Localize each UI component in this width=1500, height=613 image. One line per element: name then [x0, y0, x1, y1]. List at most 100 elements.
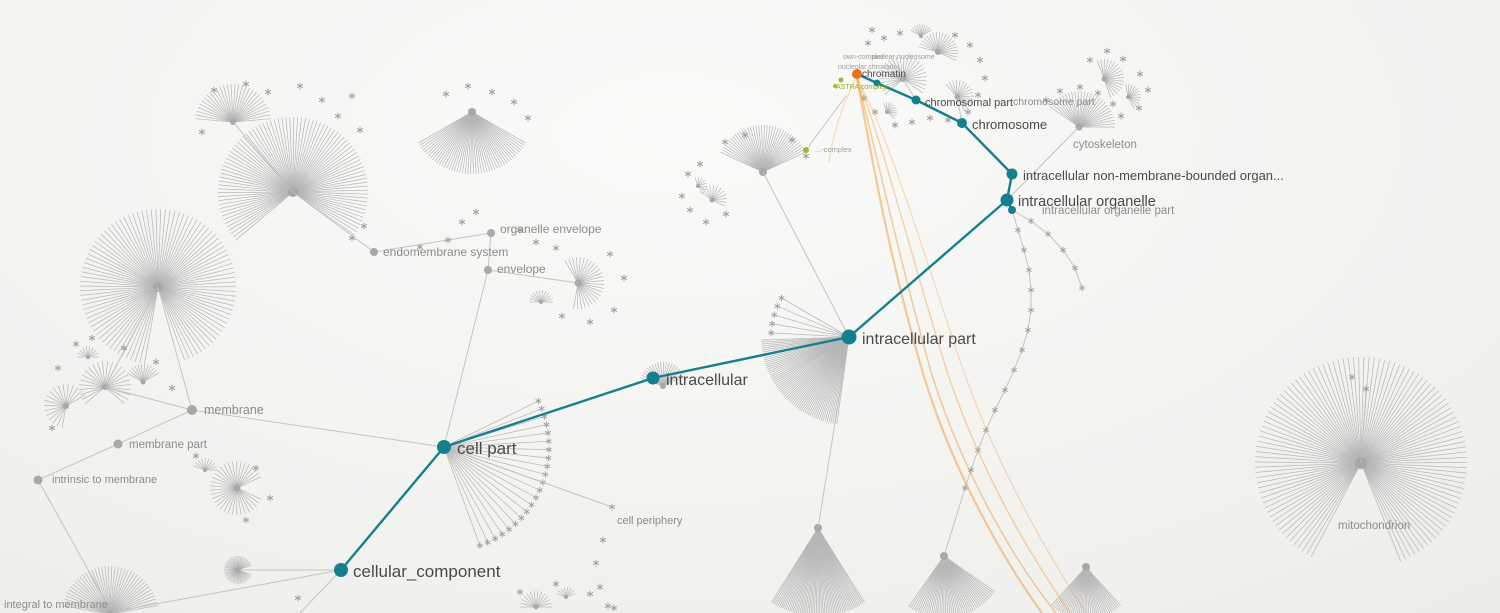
collapsed-node-star[interactable]: [1056, 87, 1064, 95]
collapsed-node-star[interactable]: [721, 138, 729, 146]
collapsed-node-star[interactable]: [696, 160, 704, 168]
collapsed-node-star[interactable]: [484, 539, 491, 546]
label-integral_to_membrane[interactable]: integral to membrane: [4, 599, 108, 611]
collapsed-node-star[interactable]: [296, 82, 304, 90]
collapsed-node-star[interactable]: [552, 244, 560, 252]
collapsed-node-star[interactable]: [516, 226, 524, 234]
collapsed-node-star[interactable]: [532, 238, 540, 246]
collapsed-subtree-fan[interactable]: [761, 336, 850, 425]
collapsed-node-star[interactable]: [1028, 217, 1034, 225]
collapsed-node-star[interactable]: [992, 406, 998, 414]
collapsed-node-star[interactable]: [604, 602, 612, 610]
node-nucleosome_highlight[interactable]: [852, 69, 862, 79]
fan-center-node[interactable]: [86, 355, 90, 359]
node-intrinsic_to_membrane[interactable]: [33, 475, 43, 485]
collapsed-node-star[interactable]: [741, 131, 749, 139]
collapsed-subtree-fan[interactable]: [908, 552, 996, 613]
collapsed-node-star[interactable]: [488, 88, 496, 96]
collapsed-node-star[interactable]: [686, 206, 694, 214]
collapsed-node-star[interactable]: [610, 306, 618, 314]
collapsed-node-star[interactable]: [88, 334, 96, 342]
node-cellular_component[interactable]: [334, 563, 348, 577]
label-small_complex[interactable]: ...-complex: [815, 145, 852, 154]
collapsed-node-star[interactable]: [152, 358, 160, 366]
collapsed-node-star[interactable]: [1136, 70, 1144, 78]
collapsed-node-star[interactable]: [444, 236, 452, 244]
collapsed-node-star[interactable]: [512, 520, 519, 528]
collapsed-subtree-fan[interactable]: [418, 108, 526, 174]
label-membrane[interactable]: membrane: [204, 403, 264, 417]
collapsed-node-star[interactable]: [981, 74, 989, 82]
collapsed-subtree-fan[interactable]: [699, 185, 727, 207]
collapsed-node-star[interactable]: [1094, 89, 1102, 97]
collapsed-subtree-fan[interactable]: [210, 460, 262, 516]
collapsed-node-star[interactable]: [524, 114, 532, 122]
collapsed-node-star[interactable]: [606, 250, 614, 258]
label-endomembrane_system[interactable]: endomembrane system: [383, 245, 508, 259]
collapsed-subtree-fan[interactable]: [910, 24, 932, 38]
collapsed-node-star[interactable]: [1021, 246, 1027, 254]
collapsed-node-star[interactable]: [1119, 55, 1127, 63]
fan-center-node[interactable]: [696, 184, 700, 188]
collapsed-node-star[interactable]: [523, 508, 530, 515]
collapsed-node-star[interactable]: [252, 464, 260, 472]
label-intracellular_part[interactable]: intracellular part: [862, 331, 976, 348]
collapsed-subtree-fan[interactable]: [720, 125, 806, 176]
collapsed-node-star[interactable]: [543, 421, 550, 428]
collapsed-node-star[interactable]: [769, 320, 776, 327]
collapsed-node-star[interactable]: [768, 329, 775, 337]
collapsed-node-star[interactable]: [1076, 83, 1084, 91]
collapsed-node-star[interactable]: [1109, 100, 1117, 108]
label-nuclear_nucleosome[interactable]: nuclear nucleosome: [872, 54, 935, 61]
collapsed-node-star[interactable]: [908, 118, 916, 126]
fan-center-node[interactable]: [233, 484, 241, 492]
collapsed-subtree-fan[interactable]: [694, 176, 708, 194]
collapsed-node-star[interactable]: [592, 559, 600, 567]
collapsed-node-star[interactable]: [926, 114, 934, 122]
collapsed-node-star[interactable]: [48, 424, 56, 432]
collapsed-node-star[interactable]: [348, 92, 356, 100]
collapsed-node-star[interactable]: [464, 82, 472, 90]
collapsed-node-star[interactable]: [472, 208, 480, 216]
node-cell_part[interactable]: [437, 440, 451, 454]
collapsed-node-star[interactable]: [896, 29, 904, 37]
label-chromosome[interactable]: chromosome: [972, 117, 1047, 132]
collapsed-subtree-fan[interactable]: [883, 101, 897, 119]
label-intracellular_organelle_part[interactable]: intracellular organelle part: [1042, 205, 1175, 217]
collapsed-node-star[interactable]: [1028, 306, 1034, 314]
collapsed-node-star[interactable]: [871, 108, 879, 116]
collapsed-node-star[interactable]: [976, 56, 984, 64]
collapsed-subtree-fan[interactable]: [195, 84, 271, 125]
collapsed-subtree-fan[interactable]: [945, 79, 974, 112]
collapsed-node-star[interactable]: [510, 98, 518, 106]
label-intrinsic_to_membrane[interactable]: intrinsic to membrane: [52, 474, 157, 486]
node-intracellular_organelle_part[interactable]: [1008, 206, 1016, 214]
node-green_2[interactable]: [833, 84, 837, 88]
label-cell_periphery[interactable]: cell periphery: [617, 515, 683, 527]
collapsed-subtree-fan[interactable]: [127, 364, 159, 385]
collapsed-node-star[interactable]: [771, 311, 778, 319]
collapsed-node-star[interactable]: [1362, 385, 1370, 393]
collapsed-node-star[interactable]: [516, 588, 524, 596]
collapsed-node-star[interactable]: [356, 126, 364, 134]
collapsed-node-star[interactable]: [242, 516, 250, 524]
label-intracellular[interactable]: intracellular: [666, 372, 748, 389]
fan-center-node[interactable]: [885, 110, 889, 114]
collapsed-subtree-fan[interactable]: [217, 116, 368, 241]
collapsed-node-star[interactable]: [1144, 86, 1152, 94]
collapsed-node-star[interactable]: [348, 234, 356, 242]
collapsed-subtree-fan[interactable]: [878, 55, 927, 95]
collapsed-node-star[interactable]: [1019, 346, 1025, 354]
collapsed-node-star[interactable]: [586, 590, 594, 598]
label-chromatin[interactable]: chromatin: [862, 69, 906, 80]
collapsed-node-star[interactable]: [608, 503, 616, 511]
collapsed-node-star[interactable]: [1117, 112, 1125, 120]
collapsed-node-star[interactable]: [264, 88, 272, 96]
collapsed-node-star[interactable]: [788, 136, 796, 144]
node-membrane_part[interactable]: [113, 439, 123, 449]
node-green_complex[interactable]: [803, 147, 809, 153]
collapsed-node-star[interactable]: [1135, 104, 1143, 112]
collapsed-node-star[interactable]: [684, 170, 692, 178]
